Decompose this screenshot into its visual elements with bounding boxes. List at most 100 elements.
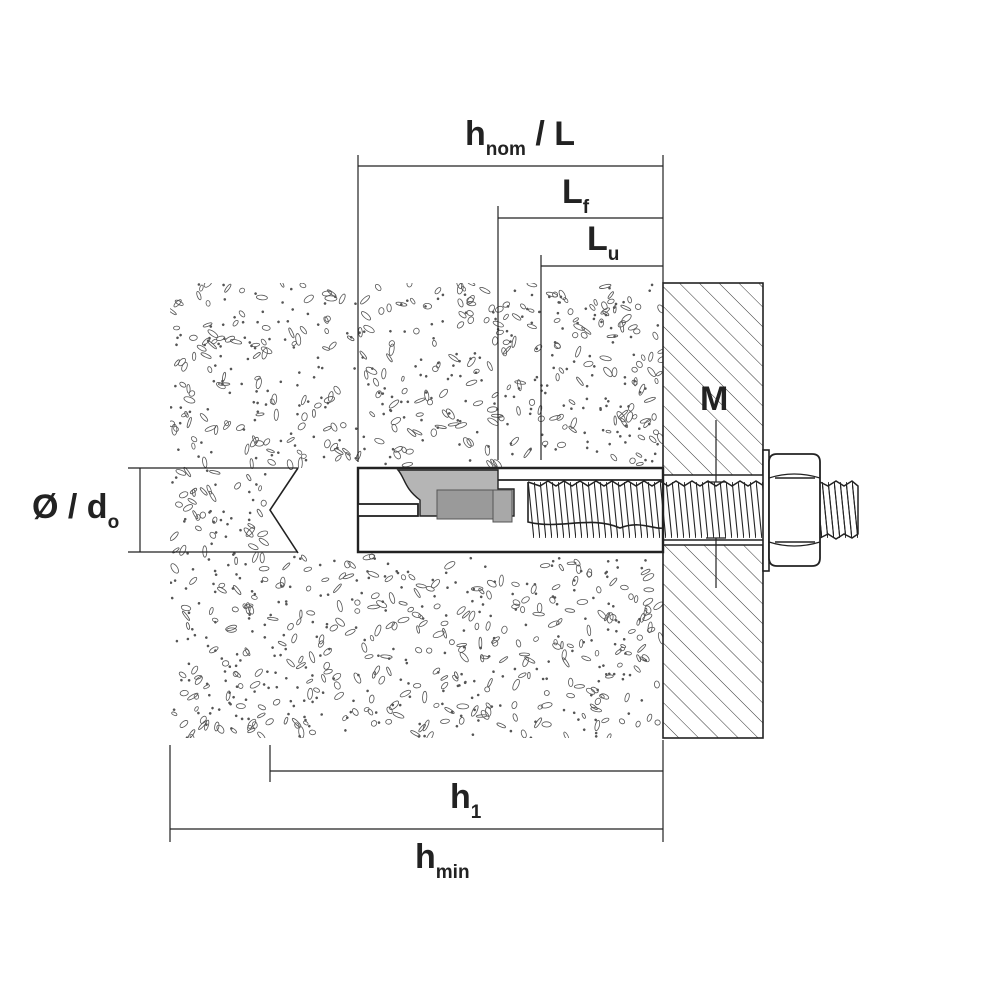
concrete-aggregate	[492, 636, 496, 640]
concrete-aggregate	[260, 346, 273, 355]
concrete-aggregate	[509, 340, 512, 343]
concrete-aggregate	[213, 590, 217, 594]
concrete-aggregate	[612, 306, 616, 309]
concrete-aggregate	[568, 425, 577, 433]
concrete-aggregate	[251, 630, 254, 633]
concrete-aggregate	[509, 442, 513, 445]
concrete-aggregate	[543, 444, 547, 448]
concrete-aggregate	[375, 390, 382, 399]
concrete-aggregate	[592, 365, 596, 368]
concrete-aggregate	[646, 713, 653, 722]
concrete-aggregate	[606, 559, 610, 563]
concrete-aggregate	[256, 508, 263, 518]
concrete-aggregate	[316, 356, 320, 360]
concrete-aggregate	[444, 614, 448, 617]
concrete-aggregate	[304, 718, 307, 722]
concrete-aggregate	[607, 602, 610, 606]
concrete-aggregate	[288, 327, 295, 339]
concrete-aggregate	[654, 377, 659, 385]
concrete-aggregate	[315, 635, 319, 639]
concrete-aggregate	[243, 336, 247, 340]
concrete-aggregate	[621, 314, 632, 323]
concrete-aggregate	[443, 651, 447, 655]
concrete-aggregate	[198, 720, 208, 730]
concrete-aggregate	[511, 313, 522, 321]
concrete-aggregate	[599, 694, 605, 699]
concrete-aggregate	[582, 640, 586, 644]
concrete-aggregate	[223, 670, 227, 673]
concrete-aggregate	[254, 456, 258, 460]
concrete-aggregate	[594, 719, 601, 732]
concrete-aggregate	[511, 452, 514, 456]
concrete-aggregate	[480, 654, 485, 663]
concrete-aggregate	[258, 566, 270, 572]
concrete-aggregate	[324, 439, 331, 449]
concrete-aggregate	[642, 613, 653, 621]
concrete-aggregate	[200, 441, 203, 444]
concrete-aggregate	[178, 491, 189, 499]
concrete-aggregate	[248, 341, 252, 344]
concrete-aggregate	[498, 415, 505, 422]
concrete-aggregate	[244, 443, 250, 455]
concrete-aggregate	[629, 457, 636, 465]
concrete-aggregate	[401, 446, 407, 454]
concrete-aggregate	[638, 391, 642, 394]
concrete-aggregate	[465, 379, 478, 386]
concrete-aggregate	[301, 412, 308, 422]
concrete-aggregate	[180, 678, 183, 682]
concrete-aggregate	[312, 375, 316, 379]
concrete-aggregate	[488, 304, 495, 313]
concrete-aggregate	[231, 606, 239, 613]
concrete-aggregate	[590, 707, 602, 713]
concrete-aggregate	[308, 651, 316, 664]
concrete-aggregate	[558, 563, 564, 572]
concrete-aggregate	[647, 366, 656, 378]
concrete-aggregate	[608, 286, 611, 290]
concrete-aggregate	[223, 337, 226, 341]
concrete-aggregate	[222, 660, 230, 667]
concrete-aggregate	[298, 404, 301, 407]
concrete-aggregate	[646, 626, 656, 633]
concrete-aggregate	[327, 391, 334, 402]
concrete-aggregate	[181, 412, 188, 418]
concrete-aggregate	[471, 705, 479, 717]
concrete-aggregate	[183, 396, 196, 404]
concrete-aggregate	[378, 307, 385, 315]
concrete-aggregate	[296, 686, 299, 689]
concrete-aggregate	[613, 305, 617, 314]
concrete-aggregate	[545, 677, 548, 681]
concrete-aggregate	[209, 531, 217, 539]
concrete-aggregate	[355, 450, 362, 461]
concrete-aggregate	[467, 316, 475, 324]
concrete-aggregate	[228, 391, 232, 395]
concrete-aggregate	[292, 346, 296, 349]
concrete-aggregate	[529, 407, 533, 411]
concrete-aggregate	[374, 711, 378, 714]
concrete-aggregate	[533, 378, 537, 382]
concrete-aggregate	[436, 426, 440, 430]
concrete-aggregate	[261, 310, 265, 314]
concrete-aggregate	[641, 654, 650, 663]
concrete-aggregate	[418, 620, 428, 627]
concrete-aggregate	[217, 342, 220, 346]
concrete-aggregate	[235, 424, 245, 431]
concrete-aggregate	[552, 642, 562, 650]
concrete-aggregate	[415, 583, 427, 589]
concrete-aggregate	[377, 654, 380, 658]
concrete-aggregate	[234, 664, 238, 668]
concrete-aggregate	[448, 353, 459, 362]
concrete-aggregate	[406, 400, 410, 404]
concrete-aggregate	[382, 412, 386, 416]
concrete-aggregate	[637, 434, 646, 441]
concrete-aggregate	[614, 619, 618, 622]
label-lf: Lf	[562, 173, 590, 218]
concrete-aggregate	[419, 373, 423, 377]
concrete-aggregate	[436, 297, 440, 301]
concrete-aggregate	[652, 331, 659, 340]
concrete-aggregate	[222, 510, 225, 514]
concrete-aggregate	[187, 611, 191, 615]
concrete-aggregate	[311, 700, 314, 704]
concrete-aggregate	[279, 380, 283, 384]
concrete-aggregate	[389, 329, 392, 333]
